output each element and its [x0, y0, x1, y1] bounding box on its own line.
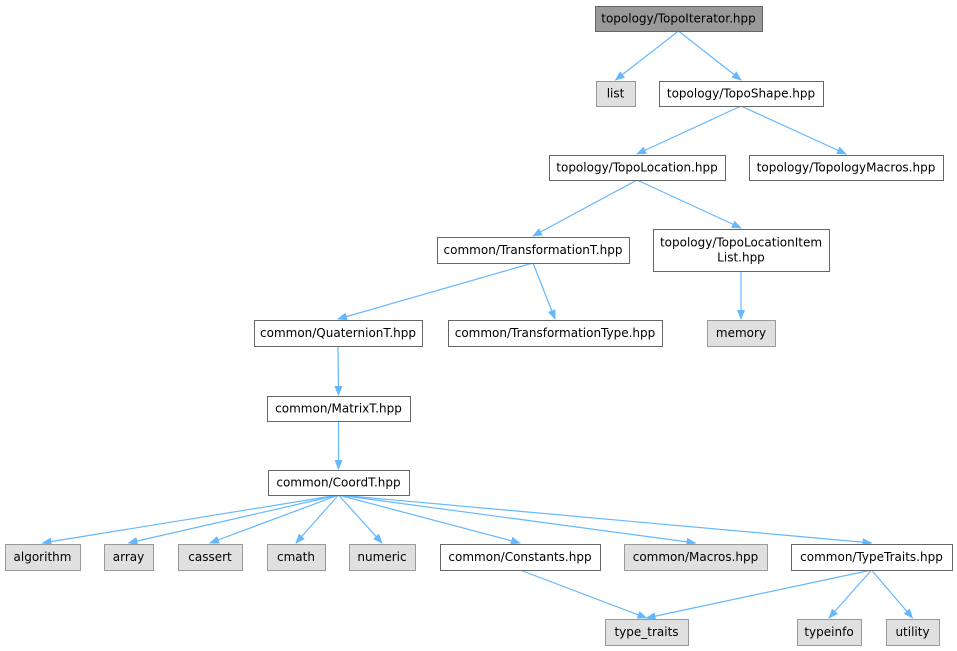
- edge-coordt-to-numeric: [338, 494, 383, 544]
- node-label-topolocation: topology/TopoLocation.hpp: [556, 161, 717, 175]
- node-coordt[interactable]: common/CoordT.hpp: [268, 470, 410, 496]
- node-label-topolocationitemlist-0: topology/TopoLocationItem: [660, 236, 822, 250]
- node-box-toposhape: [659, 81, 824, 107]
- node-box-list: [596, 81, 636, 107]
- edge-coordt-to-typetraits: [338, 494, 873, 547]
- edge-coordt-to-constants: [338, 494, 521, 545]
- node-box-memory: [707, 320, 776, 347]
- edge-topolocation-to-transformationt: [532, 179, 638, 237]
- node-label-cmath: cmath: [277, 550, 315, 564]
- node-quaterniont[interactable]: common/QuaternionT.hpp: [254, 320, 423, 347]
- node-label-transformationt: common/TransformationT.hpp: [444, 243, 623, 257]
- node-label-typetraits: common/TypeTraits.hpp: [800, 550, 943, 564]
- edge-topoiterator-to-toposhape: [678, 30, 742, 81]
- node-box-cmath: [267, 544, 326, 571]
- node-box-numeric: [349, 544, 416, 571]
- node-box-quaterniont: [254, 320, 423, 347]
- edge-typetraits-to-typeinfo: [828, 569, 872, 619]
- node-label-coordt: common/CoordT.hpp: [276, 476, 400, 490]
- edge-transformationt-to-transformationtype: [532, 262, 556, 320]
- edge-coordt-to-array: [127, 494, 339, 545]
- node-label-macros: common/Macros.hpp: [633, 550, 759, 564]
- node-numeric: numeric: [349, 544, 416, 571]
- edge-toposhape-to-topologymacros: [740, 105, 847, 155]
- node-box-macros: [624, 544, 768, 571]
- node-cassert: cassert: [178, 544, 243, 571]
- node-matrixt[interactable]: common/MatrixT.hpp: [267, 396, 411, 422]
- node-box-matrixt: [267, 396, 411, 422]
- node-typeinfo: typeinfo: [797, 619, 862, 646]
- nodes-layer: topology/TopoIterator.hpp list topology/To…: [5, 6, 953, 646]
- node-label-algorithm: algorithm: [14, 550, 72, 564]
- node-box-topolocationitemlist: [653, 229, 830, 272]
- node-label-topolocationitemlist-1: List.hpp: [717, 251, 765, 265]
- edge-toposhape-to-topolocation: [636, 105, 742, 155]
- node-label-toposhape: topology/TopoShape.hpp: [667, 87, 815, 101]
- node-label-topologymacros: topology/TopologyMacros.hpp: [757, 161, 936, 175]
- node-label-memory: memory: [716, 326, 766, 340]
- edge-transformationt-to-quaterniont: [337, 262, 534, 321]
- node-label-matrixt: common/MatrixT.hpp: [275, 402, 402, 416]
- node-label-numeric: numeric: [357, 550, 406, 564]
- node-toposhape[interactable]: topology/TopoShape.hpp: [659, 81, 824, 107]
- edge-typetraits-to-type_traits: [645, 569, 872, 621]
- node-box-topolocation: [549, 155, 726, 181]
- edge-constants-to-type_traits: [519, 569, 648, 619]
- node-typetraits[interactable]: common/TypeTraits.hpp: [791, 544, 953, 571]
- node-label-utility: utility: [895, 625, 929, 639]
- node-transformationtype[interactable]: common/TransformationType.hpp: [448, 320, 663, 347]
- node-label-array: array: [113, 550, 144, 564]
- edge-topoiterator-to-list: [614, 30, 679, 81]
- node-box-type_traits: [605, 619, 689, 646]
- node-list: list: [596, 81, 636, 107]
- node-box-typeinfo: [797, 619, 862, 646]
- node-array: array: [104, 544, 154, 571]
- node-label-transformationtype: common/TransformationType.hpp: [455, 326, 656, 340]
- edge-coordt-to-cmath: [295, 494, 339, 544]
- node-cmath: cmath: [267, 544, 326, 571]
- edge-typetraits-to-utility: [871, 569, 914, 619]
- node-topoiterator[interactable]: topology/TopoIterator.hpp: [595, 6, 763, 32]
- edge-coordt-to-macros: [338, 494, 697, 546]
- node-type_traits: type_traits: [605, 619, 689, 646]
- node-box-topoiterator: [595, 6, 763, 32]
- node-box-constants: [440, 544, 601, 571]
- node-box-transformationt: [437, 237, 630, 264]
- node-label-list: list: [607, 87, 625, 101]
- edge-quaterniont-to-matrixt: [334, 345, 343, 396]
- node-utility: utility: [886, 619, 940, 646]
- node-label-type_traits: type_traits: [614, 625, 678, 639]
- node-box-array: [104, 544, 154, 571]
- node-topologymacros[interactable]: topology/TopologyMacros.hpp: [749, 155, 944, 181]
- node-transformationt[interactable]: common/TransformationT.hpp: [437, 237, 630, 264]
- node-constants[interactable]: common/Constants.hpp: [440, 544, 601, 571]
- node-box-algorithm: [5, 544, 81, 571]
- node-label-topoiterator: topology/TopoIterator.hpp: [601, 12, 755, 26]
- node-label-quaterniont: common/QuaternionT.hpp: [260, 326, 416, 340]
- edge-coordt-to-cassert: [209, 494, 339, 544]
- node-box-transformationtype: [448, 320, 663, 347]
- node-label-constants: common/Constants.hpp: [448, 550, 591, 564]
- node-label-cassert: cassert: [188, 550, 232, 564]
- node-algorithm: algorithm: [5, 544, 81, 571]
- node-box-typetraits: [791, 544, 953, 571]
- node-memory: memory: [707, 320, 776, 347]
- edge-topolocation-to-topolocationitemlist: [636, 179, 742, 229]
- node-macros: common/Macros.hpp: [624, 544, 768, 571]
- node-box-topologymacros: [749, 155, 944, 181]
- edges-layer: [41, 30, 914, 621]
- node-box-utility: [886, 619, 940, 646]
- node-box-coordt: [268, 470, 410, 496]
- node-topolocation[interactable]: topology/TopoLocation.hpp: [549, 155, 726, 181]
- node-box-cassert: [178, 544, 243, 571]
- node-label-typeinfo: typeinfo: [804, 625, 853, 639]
- edge-coordt-to-algorithm: [41, 494, 339, 546]
